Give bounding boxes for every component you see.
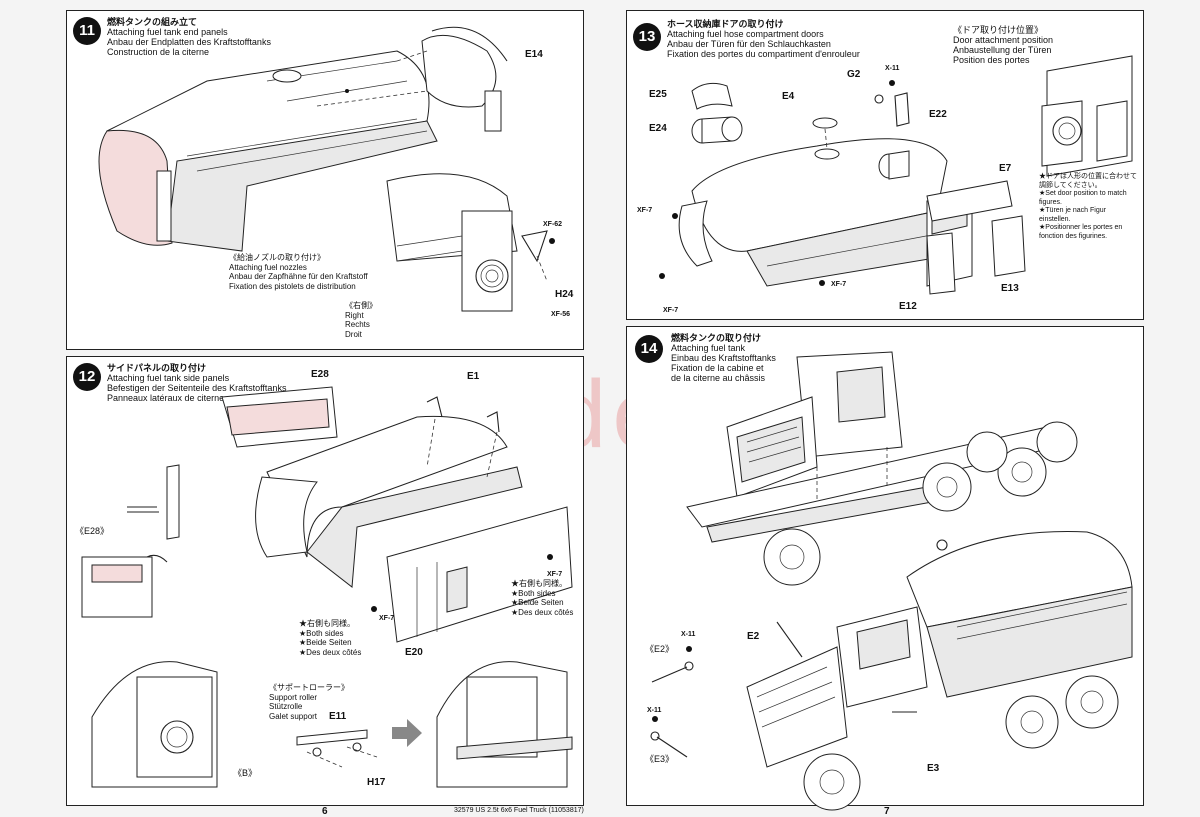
- part-label: XF-7: [637, 207, 653, 214]
- step-13-panel: 13 ホース収納庫ドアの取り付け Attaching fuel hose com…: [626, 10, 1144, 320]
- part-label: E11: [329, 711, 347, 722]
- fuel-tank-assembly-drawing: [98, 26, 555, 312]
- door-position-title: 《ドア取り付け位置》 Door attachment position Anba…: [953, 25, 1054, 65]
- part-label: E14: [525, 49, 543, 60]
- part-label: E3: [927, 763, 940, 774]
- step-number: 12: [73, 363, 101, 391]
- figure-position-note: ★ドアは人形の位置に合わせて 調節してください。 ★Set door posit…: [1039, 173, 1137, 240]
- part-label: XF-7: [379, 615, 395, 622]
- truck-assembly-drawing: [650, 351, 1133, 811]
- part-label: G2: [847, 69, 861, 80]
- page-number-right: 7: [884, 806, 890, 817]
- right-side-note: 《右側》 Right Rechts Droit: [345, 301, 377, 339]
- hose-compartment-drawing: [659, 55, 1133, 295]
- part-label: XF-56: [551, 311, 571, 318]
- part-label: XF-62: [543, 221, 563, 228]
- part-label: X-11: [647, 707, 662, 714]
- support-roller-note: 《サポートローラー》 Support roller Stützrolle Gal…: [269, 683, 349, 721]
- part-label: E1: [467, 371, 480, 382]
- part-label: H24: [555, 289, 574, 300]
- part-label: E13: [1001, 283, 1019, 294]
- side-panel-assembly-drawing: [81, 386, 573, 788]
- part-label: E28: [311, 369, 329, 380]
- step-number: 14: [635, 335, 663, 363]
- part-label: XF-7: [663, 307, 679, 314]
- part-label: XF-7: [547, 571, 563, 578]
- page-number-left: 6: [322, 806, 328, 817]
- step-number: 11: [73, 17, 101, 45]
- step-title: サイドパネルの取り付け Attaching fuel tank side pan…: [107, 363, 287, 403]
- part-label: E20: [405, 647, 423, 658]
- both-sides-note-right: ★右側も同様。 ★Both sides ★Beide Seiten ★Des d…: [511, 579, 574, 617]
- e2-detail-label: 《E2》: [645, 644, 675, 654]
- part-label: E24: [649, 123, 667, 134]
- b-detail-label: 《B》: [233, 768, 258, 778]
- part-label: E22: [929, 109, 947, 120]
- part-label: X-11: [681, 631, 696, 638]
- part-label: XF-7: [831, 281, 847, 288]
- both-sides-note-left: ★右側も同様。 ★Both sides ★Beide Seiten ★Des d…: [299, 619, 362, 657]
- part-label: E25: [649, 89, 667, 100]
- step-14-panel: 14 燃料タンクの取り付け Attaching fuel tank Einbau…: [626, 326, 1144, 811]
- part-label: H17: [367, 777, 386, 788]
- step-title: 燃料タンクの組み立て Attaching fuel tank end panel…: [107, 17, 271, 57]
- step-title: ホース収納庫ドアの取り付け Attaching fuel hose compar…: [667, 19, 860, 59]
- step-title: 燃料タンクの取り付け Attaching fuel tank Einbau de…: [671, 333, 776, 383]
- part-label: E2: [747, 631, 760, 642]
- step-number: 13: [633, 23, 661, 51]
- part-label: E12: [899, 301, 917, 312]
- part-label: E7: [999, 163, 1012, 174]
- footer-code: 32579 US 2.5t 6x6 Fuel Truck (11053817): [454, 807, 584, 814]
- nozzle-note: 《給油ノズルの取り付け》 Attaching fuel nozzles Anba…: [229, 253, 368, 291]
- step-11-panel: 11 燃料タンクの組み立て Attaching fuel tank end pa…: [66, 10, 584, 350]
- step-12-panel: 12 サイドパネルの取り付け Attaching fuel tank side …: [66, 356, 584, 806]
- e3-detail-label: 《E3》: [645, 754, 675, 764]
- e28-detail-label: 《E28》: [75, 526, 110, 536]
- part-label: E4: [782, 91, 795, 102]
- part-label: X-11: [885, 65, 900, 72]
